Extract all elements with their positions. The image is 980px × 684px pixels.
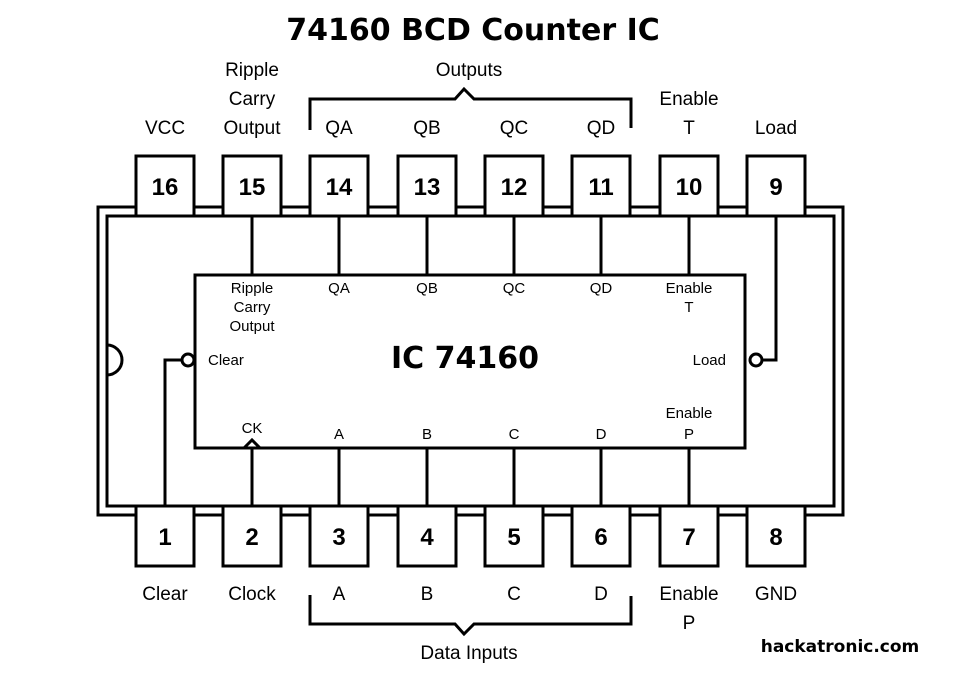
- diagram-title: 74160 BCD Counter IC: [286, 13, 660, 48]
- outputs-brace: [308, 86, 633, 130]
- clock-edge-triangle: [242, 437, 262, 450]
- pin-label-14: QA: [325, 118, 353, 139]
- pin-15: [221, 154, 283, 218]
- chip-label: IC 74160: [391, 341, 539, 376]
- pin-label-10: T: [683, 118, 695, 139]
- pin-labels: VCCRippleCarryOutputRippleCarryOutputQAQ…: [142, 60, 797, 634]
- wire-pin-9: [762, 216, 778, 362]
- pin-number: 7: [682, 524, 695, 551]
- pin-label-4: B: [421, 584, 434, 605]
- internal-label-load: Load: [693, 352, 726, 369]
- pin-label-6: D: [594, 584, 608, 605]
- pin-7: [658, 504, 720, 568]
- pin-label-15: Ripple: [225, 60, 279, 81]
- internal-label-5: C: [509, 426, 520, 443]
- pin-9: [745, 154, 807, 218]
- pin-number: 16: [152, 174, 179, 201]
- pin-label-1: Clear: [142, 584, 188, 605]
- internal-label-15: Output: [229, 318, 275, 335]
- internal-label-15: Ripple: [231, 280, 274, 297]
- pin-label-8: GND: [755, 584, 797, 605]
- outputs-group-label: Outputs: [436, 60, 503, 81]
- pin-10: [658, 154, 720, 218]
- pin-number: 2: [245, 524, 258, 551]
- pin-label-9: Load: [755, 118, 797, 139]
- data-inputs-brace: [308, 595, 633, 637]
- clear-inversion-bubble: [180, 352, 196, 368]
- pin-1: [134, 504, 196, 568]
- pin-number: 9: [769, 174, 782, 201]
- pin-label-15: Output: [223, 118, 281, 139]
- watermark: hackatronic.com: [761, 637, 920, 657]
- internal-label-7: Enable: [666, 405, 713, 422]
- pin-label-2: Clock: [228, 584, 276, 605]
- pin-number: 12: [501, 174, 528, 201]
- pin-6: [570, 504, 632, 568]
- internal-label-6: D: [596, 426, 607, 443]
- internal-label-14: QA: [328, 280, 350, 297]
- pin-label-7: Enable: [659, 584, 718, 605]
- pin-label-16: VCC: [145, 118, 185, 139]
- internal-label-12: QC: [503, 280, 526, 297]
- pin-14: [308, 154, 370, 218]
- pin-number: 8: [769, 524, 782, 551]
- internal-label-2: CK: [242, 420, 263, 437]
- wire-pin-1: [163, 358, 182, 506]
- pin-5: [483, 504, 545, 568]
- pin-number: 1: [158, 524, 171, 551]
- internal-label-13: QB: [416, 280, 438, 297]
- load-inversion-bubble: [748, 352, 764, 368]
- pin-number: 13: [414, 174, 441, 201]
- pin-number: 5: [507, 524, 520, 551]
- internal-label-11: QD: [590, 280, 613, 297]
- pin-3: [308, 504, 370, 568]
- pin-8: [745, 504, 807, 568]
- internal-label-7: P: [684, 426, 694, 443]
- pin-label-15: Carry: [229, 89, 276, 110]
- internal-label-10: T: [684, 299, 693, 316]
- pin-label-7: P: [683, 613, 696, 634]
- pin-number: 10: [676, 174, 703, 201]
- pin-number: 15: [239, 174, 266, 201]
- package-notch: [106, 343, 124, 377]
- package-outline-outer: [96, 205, 845, 517]
- pin-13: [396, 154, 458, 218]
- package-outline-inner: [105, 214, 836, 508]
- pin-label-13: QB: [413, 118, 440, 139]
- pin-number: 14: [326, 174, 353, 201]
- pin-number: 4: [420, 524, 434, 551]
- pin-16: [134, 154, 196, 218]
- pin-label-12: QC: [500, 118, 529, 139]
- internal-label-3: A: [334, 426, 344, 443]
- pin-label-10: Enable: [659, 89, 718, 110]
- internal-label-4: B: [422, 426, 432, 443]
- pin-4: [396, 504, 458, 568]
- internal-label-10: Enable: [666, 280, 713, 297]
- internal-label-clear: Clear: [208, 352, 244, 369]
- pin-label-11: QD: [587, 118, 616, 139]
- data-inputs-group-label: Data Inputs: [420, 643, 517, 664]
- pin-number: 11: [588, 174, 613, 201]
- pin-2: [221, 504, 283, 568]
- wires: [163, 216, 778, 506]
- pin-number: 6: [594, 524, 607, 551]
- pin-12: [483, 154, 545, 218]
- pin-label-3: A: [333, 584, 346, 605]
- pin-number: 3: [332, 524, 345, 551]
- logic-block: [193, 273, 747, 450]
- pin-label-5: C: [507, 584, 521, 605]
- internal-label-15: Carry: [234, 299, 271, 316]
- pin-11: [570, 154, 632, 218]
